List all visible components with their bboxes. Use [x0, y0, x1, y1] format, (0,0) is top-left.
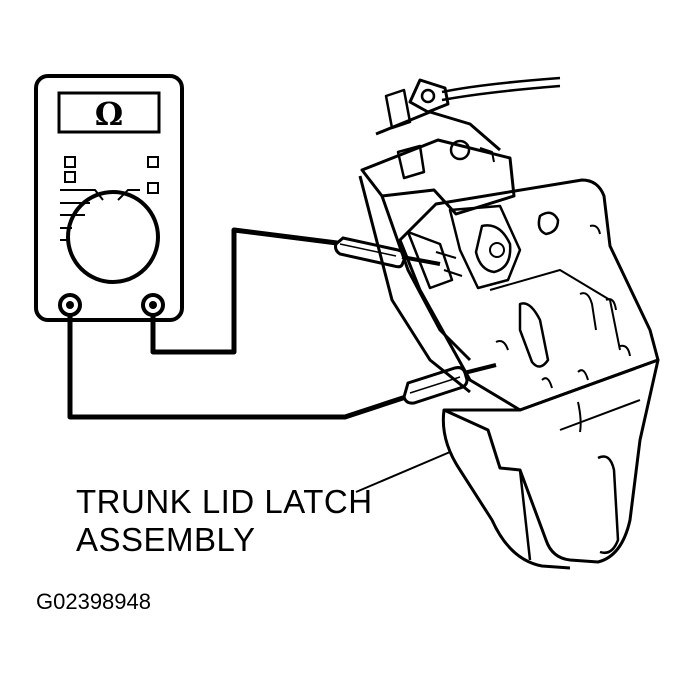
lead-lower	[67, 315, 413, 420]
selector-dial	[66, 190, 160, 284]
figure-id: G02398948	[36, 589, 151, 614]
callout-leader	[355, 451, 451, 493]
callout-label-line2: ASSEMBLY	[76, 521, 256, 558]
latch-plate	[398, 178, 660, 412]
probe-upper	[334, 236, 441, 269]
lead-upper	[150, 227, 346, 355]
meter-display	[57, 91, 161, 134]
selector-panel	[60, 156, 159, 241]
meter-body	[34, 74, 184, 322]
probe-lower	[402, 363, 497, 405]
ohmmeter: Ω	[34, 74, 184, 322]
test-leads	[67, 227, 413, 420]
callout-label-line1: TRUNK LID LATCH	[76, 483, 373, 520]
ohm-symbol: Ω	[95, 95, 123, 133]
latch-housing	[442, 358, 660, 564]
release-cable	[441, 76, 561, 94]
trunk-lid-latch-assembly	[358, 76, 660, 570]
